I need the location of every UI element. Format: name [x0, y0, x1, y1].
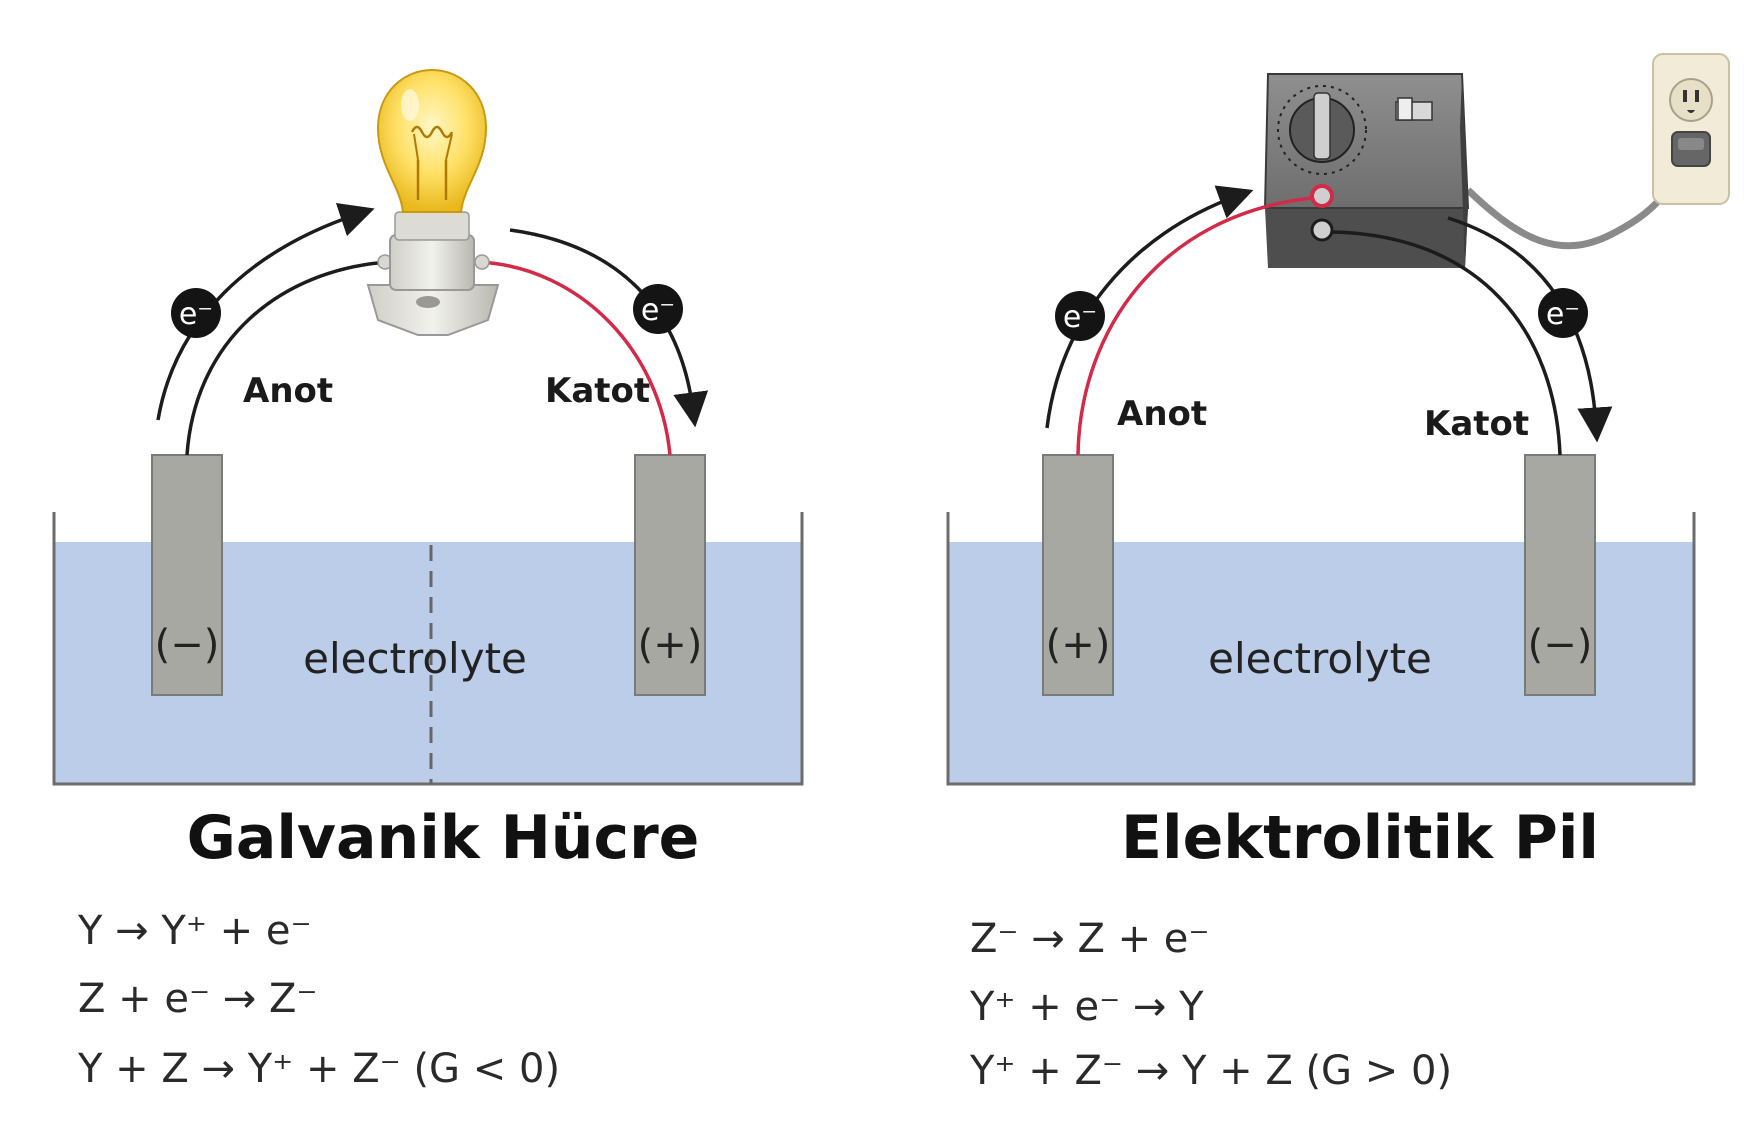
wall-outlet-icon: [1652, 53, 1730, 205]
electrolytic-electrolyte-label: electrolyte: [1208, 634, 1432, 683]
electrolytic-anode-wire: [1076, 196, 1313, 456]
galvanic-anode-electrode: [151, 454, 223, 696]
galvanic-cathode-sign: (+): [638, 622, 703, 668]
power-cord: [1465, 159, 1684, 250]
electrolytic-electron-badge-right: e⁻: [1538, 288, 1588, 338]
electrolytic-equation-3: Y⁺ + Z⁻ → Y + Z (G > 0): [969, 1048, 1452, 1094]
galvanic-electrolyte-label: electrolyte: [303, 634, 527, 683]
electrolytic-cathode-electrode: [1524, 454, 1596, 696]
galvanic-electron-flow-arrow-left: [156, 202, 375, 421]
power-supply-icon: [1263, 73, 1470, 268]
light-bulb-icon: [366, 68, 500, 336]
electrolytic-tank: [946, 512, 1696, 786]
galvanic-anode-wire: [185, 260, 389, 456]
galvanic-anode-sign: (−): [155, 622, 220, 668]
electrolytic-title: Elektrolitik Pil: [1121, 803, 1599, 873]
galvanic-cell: e⁻ e⁻ Anot Katot electrolyte (−) (+) Gal…: [52, 68, 804, 1092]
galvanic-cathode-electrode: [634, 454, 706, 696]
electron-label: e⁻: [641, 293, 675, 328]
galvanic-electron-badge-left: e⁻: [171, 288, 221, 338]
electrolytic-equation-1: Z⁻ → Z + e⁻: [970, 916, 1210, 962]
electrolytic-cathode-wire: [1331, 230, 1562, 456]
galvanic-cathode-label: Katot: [545, 371, 650, 411]
electrolytic-cell: e⁻ e⁻ Anot Katot electrolyte (+) (−) Ele…: [946, 53, 1730, 1094]
galvanic-electron-flow-arrow-right: [509, 228, 709, 428]
galvanic-tank: [52, 512, 804, 786]
galvanic-title: Galvanik Hücre: [187, 803, 700, 873]
electron-label: e⁻: [1063, 300, 1097, 335]
galvanic-equation-2: Z + e⁻ → Z⁻: [78, 976, 318, 1022]
electrolytic-electron-flow-arrow-left: [1045, 185, 1254, 429]
electron-label: e⁻: [179, 297, 213, 332]
galvanic-equation-3: Y + Z → Y⁺ + Z⁻ (G < 0): [77, 1046, 560, 1092]
electrolytic-equation-2: Y⁺ + e⁻ → Y: [969, 984, 1204, 1030]
electrolytic-cathode-label: Katot: [1424, 404, 1529, 444]
galvanic-electron-badge-right: e⁻: [633, 284, 683, 334]
electrolytic-anode-label: Anot: [1117, 394, 1207, 434]
electron-label: e⁻: [1546, 297, 1580, 332]
electrolytic-cathode-sign: (−): [1528, 622, 1593, 668]
galvanic-equation-1: Y → Y⁺ + e⁻: [77, 908, 312, 954]
electrolytic-electron-badge-left: e⁻: [1055, 291, 1105, 341]
electrolytic-anode-sign: (+): [1046, 622, 1111, 668]
galvanic-anode-label: Anot: [243, 371, 333, 411]
galvanic-cathode-wire: [479, 260, 672, 456]
